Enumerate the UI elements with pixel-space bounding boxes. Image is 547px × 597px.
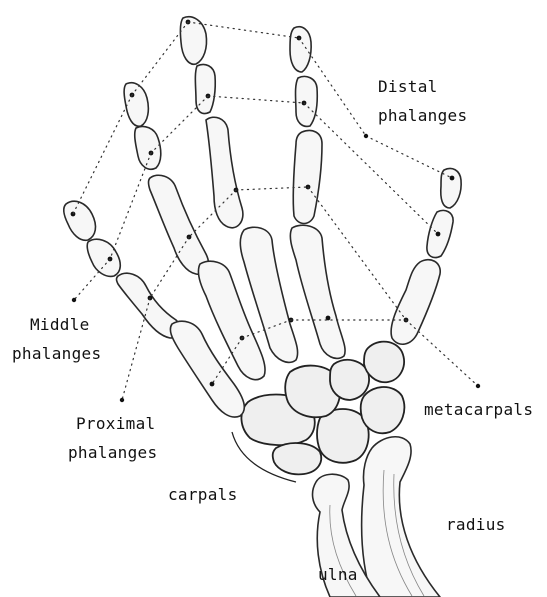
metacarpals-label: metacarpals [424,400,533,419]
middle-finger-bones [290,27,345,359]
distal-phalanges-label-line2: phalanges [378,106,467,125]
middle-phalanges-label-line1: Middle [30,315,90,334]
radius-label: radius [446,515,506,534]
distal-phalanges-label-line1: Distal [378,77,438,96]
proximal-phalanges-label-line2: phalanges [68,443,157,462]
thumb-bones [391,168,461,344]
middle-phalanges-label-line2: phalanges [12,344,101,363]
carpals-label: carpals [168,485,238,504]
proximal-phalanges-label-line1: Proximal [76,414,155,433]
radius-bone [362,437,440,597]
ulna-label: ulna [318,565,358,584]
